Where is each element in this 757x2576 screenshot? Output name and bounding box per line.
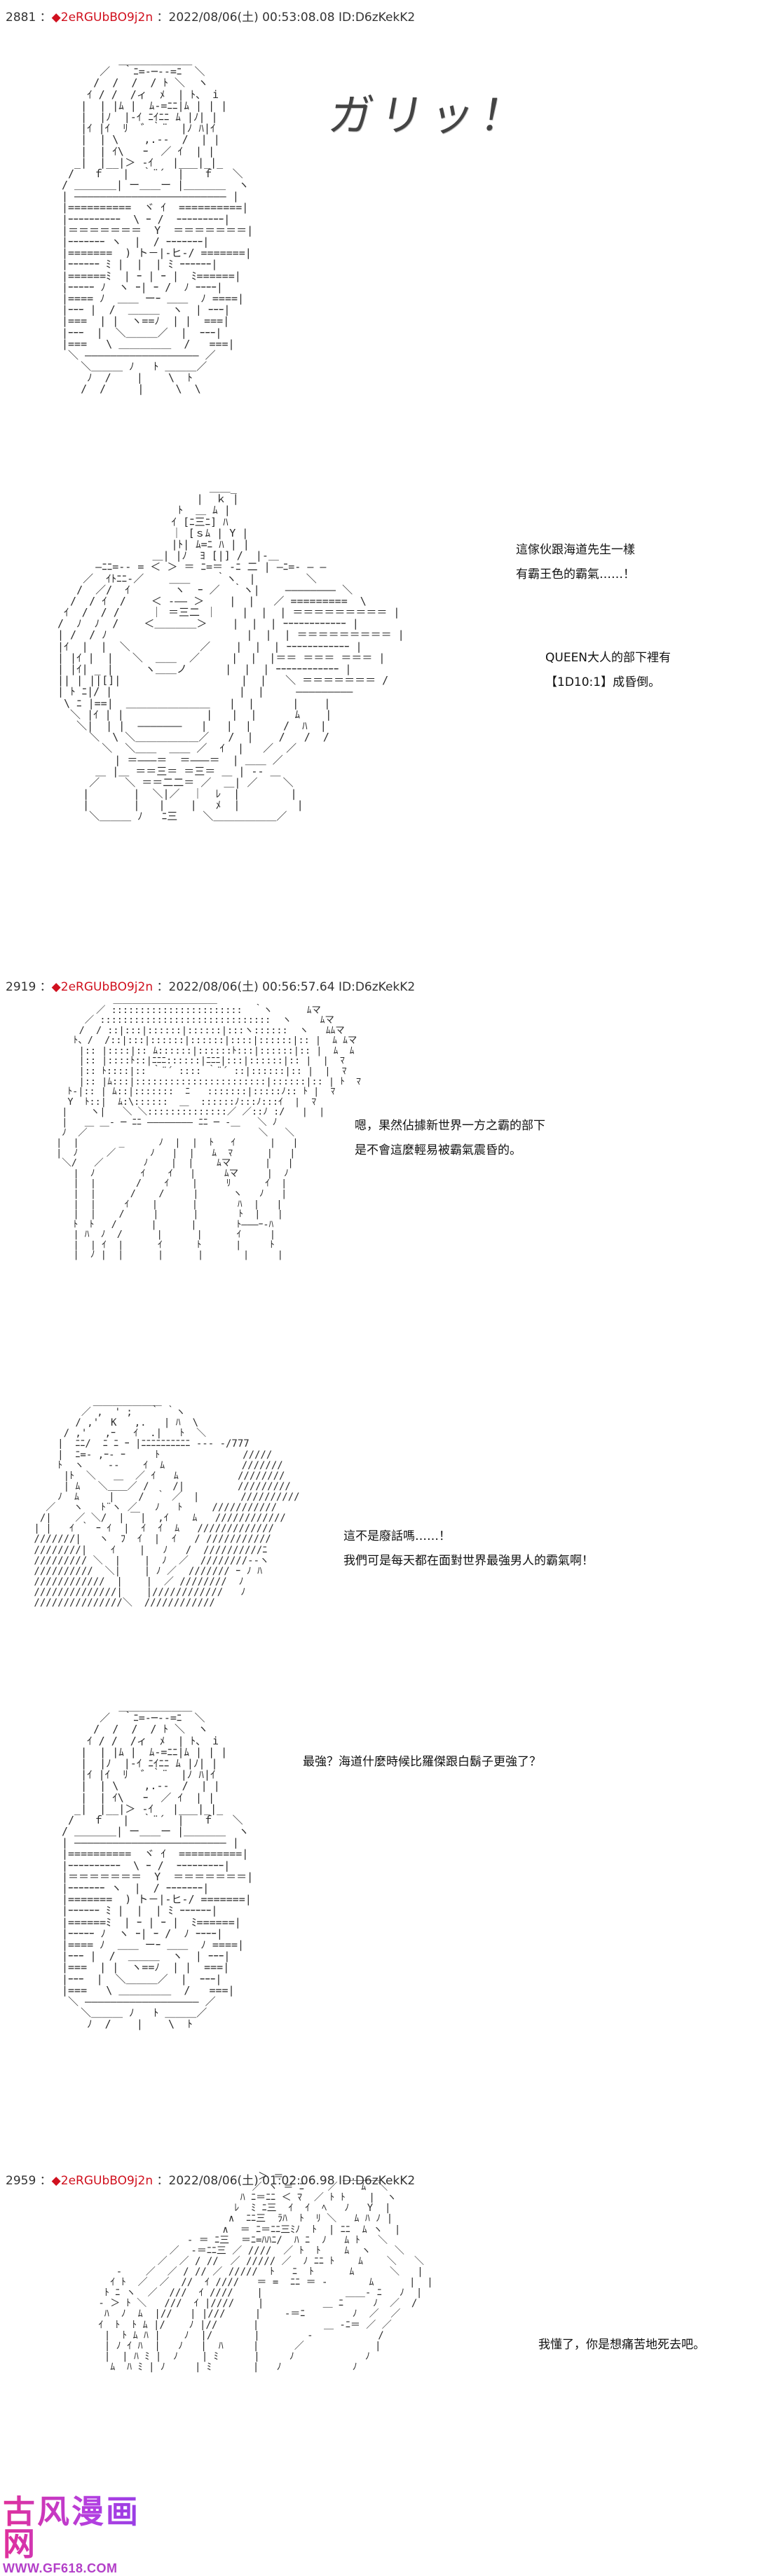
dialogue-block-4: 這不是廢話嗎……！ 我們可是每天都在面對世界最強男人的霸氣啊！ [343, 1524, 594, 1573]
post-datetime: 2022/08/06(土) 00:56:57.64 [168, 980, 335, 994]
dialogue-line: QUEEN大人的部下裡有 [545, 651, 671, 665]
ascii-art-character-5: ＿＿＿＿＿＿＿ ／ ｀ﾆ=-─‐-=ﾆ ＼ / / / / ﾄ ＼ ヽ ｲ / … [62, 1700, 254, 2031]
dialogue-line: 這不是廢話嗎……！ [343, 1529, 451, 1543]
post-datetime: 2022/08/06(土) 01:02:06.98 [168, 2174, 335, 2188]
dialogue-line: 我們可是每天都在面對世界最強男人的霸氣啊！ [343, 1553, 594, 1568]
post-number: 2959 [6, 2174, 36, 2188]
ascii-art-character-1: ＿＿＿＿＿＿＿ ／ ｀ﾆ=-─‐-=ﾆ ＼ / / / / ﾄ ＼ ヽ ｲ / … [62, 54, 254, 396]
sfx-gari: ガリッ！ [325, 90, 536, 141]
ascii-art-character-6: ＞ ＝ ‐ ＿＿＿＿ ／ ヽ ＝ ﾆ ／ ﾑ ＼ ﾊ ﾆ＝ﾆﾆ ＜ ﾏ ／ ﾄ … [98, 2171, 433, 2373]
ascii-art-character-3: ＿＿＿＿＿＿＿＿＿＿＿ ／ ::::::::::::::::::::::: ｀ヽ… [56, 994, 361, 1261]
post-id: ID:D6zKekK2 [338, 2174, 416, 2188]
poster-name[interactable]: 2eRGUbBO9j2n [60, 980, 154, 994]
dialogue-line: 【1D10:1】成昏倒。 [545, 675, 661, 689]
watermark-logo: 古风漫画网 [3, 2495, 164, 2560]
trip-diamond-icon: ◆ [51, 11, 61, 25]
watermark-url[interactable]: WWW.GF618.COM [3, 2561, 118, 2575]
dialogue-line: 這傢伙跟海道先生一樣 [516, 543, 635, 557]
dialogue-block-1: 這傢伙跟海道先生一樣 有霸王色的霸氣……！ [516, 538, 635, 587]
ascii-art-character-4: ＿＿＿＿＿＿＿ ／ , ' ; ｀ ｀ヽ / ,' K ,. | ﾊ \ / ,… [34, 1396, 300, 1609]
post-datetime: 2022/08/06(土) 00:53:08.08 [168, 11, 335, 25]
dialogue-block-6: 我懂了，你是想痛苦地死去吧。 [538, 2333, 705, 2357]
dialogue-line: 最強？海道什麼時候比羅傑跟白鬍子更強了？ [303, 1755, 541, 1769]
poster-name[interactable]: 2eRGUbBO9j2n [60, 11, 154, 25]
post-header: 2959 ：◆2eRGUbBO9j2n ：2022/08/06(土) 01:02… [6, 2174, 416, 2188]
dialogue-block-2: QUEEN大人的部下裡有 【1D10:1】成昏倒。 [545, 646, 671, 695]
trip-diamond-icon: ◆ [51, 980, 61, 994]
post-number: 2919 [6, 980, 36, 994]
post-number: 2881 [6, 11, 36, 25]
dialogue-line: 嗯，果然佔據新世界一方之霸的部下 [355, 1119, 545, 1133]
dialogue-line: 有霸王色的霸氣……！ [516, 567, 635, 581]
dialogue-line: 我懂了，你是想痛苦地死去吧。 [538, 2338, 705, 2352]
poster-name[interactable]: 2eRGUbBO9j2n [60, 2174, 154, 2188]
post-header: 2881 ：◆2eRGUbBO9j2n ：2022/08/06(土) 00:53… [6, 11, 416, 25]
dialogue-line: 是不會這麼輕易被霸氣震昏的。 [355, 1143, 521, 1157]
dialogue-block-3: 嗯，果然佔據新世界一方之霸的部下 是不會這麼輕易被霸氣震昏的。 [355, 1114, 545, 1163]
watermark: 古风漫画网 WWW.GF618.COM [3, 2495, 164, 2576]
post-id: ID:D6zKekK2 [338, 11, 416, 25]
dialogue-block-5: 最強？海道什麼時候比羅傑跟白鬍子更強了？ [303, 1750, 541, 1775]
post-header: 2919 ：◆2eRGUbBO9j2n ：2022/08/06(土) 00:56… [6, 980, 416, 994]
post-id: ID:D6zKekK2 [338, 980, 416, 994]
ascii-art-character-2: ＿＿_ | ｋ | ﾄ ＿ ﾑ | ｲ [ﾆ三ﾆ] ﾊ ｜ [ｓﾑ | Y | … [57, 481, 404, 823]
trip-diamond-icon: ◆ [51, 2174, 61, 2188]
